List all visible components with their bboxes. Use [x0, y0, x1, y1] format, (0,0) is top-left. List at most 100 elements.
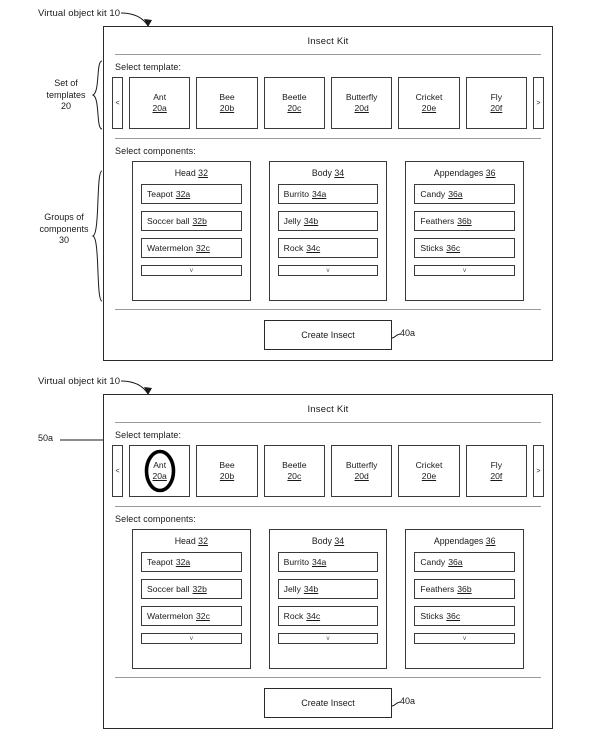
chevron-down-icon[interactable]: v: [277, 265, 379, 276]
template-name: Ant: [153, 92, 167, 102]
template-ref: 20c: [287, 103, 302, 113]
select-template-label: Select template:: [115, 430, 182, 440]
chevron-down-icon[interactable]: v: [414, 265, 516, 276]
component-group-head: Head 32 Teapot 32a Soccer ball 32b Water…: [132, 529, 251, 669]
group-ref: 32: [198, 536, 208, 546]
component-item-sticks[interactable]: Sticks 36c: [414, 606, 516, 626]
component-item-burrito[interactable]: Burrito 34a: [277, 552, 379, 572]
component-item-burrito[interactable]: Burrito 34a: [277, 184, 379, 204]
template-card-fly[interactable]: Fly 20f: [465, 445, 527, 497]
divider-components: [115, 506, 541, 507]
bracket-groups-of-components-label: Groups of components 30: [39, 212, 89, 245]
template-next-button[interactable]: >: [532, 445, 544, 497]
component-item-jelly[interactable]: Jelly 34b: [277, 211, 379, 231]
component-item-sticks[interactable]: Sticks 36c: [414, 238, 516, 258]
chevron-down-icon[interactable]: v: [277, 633, 379, 644]
template-ref: 20f: [490, 103, 503, 113]
component-item-soccer-ball[interactable]: Soccer ball 32b: [141, 211, 242, 231]
create-button-leader: [392, 701, 402, 707]
template-prev-button[interactable]: <: [112, 445, 123, 497]
divider-components: [115, 138, 541, 139]
template-name: Butterfly: [345, 92, 378, 102]
component-item-soccer-ball[interactable]: Soccer ball 32b: [141, 579, 242, 599]
template-name: Cricket: [415, 92, 443, 102]
template-next-button[interactable]: >: [532, 77, 544, 129]
component-item-feathers[interactable]: Feathers 36b: [414, 211, 516, 231]
template-ref: 20a: [152, 103, 167, 113]
template-card-bee[interactable]: Bee 20b: [196, 77, 258, 129]
component-group-body: Body 34 Burrito 34a Jelly 34b Rock 34c v: [268, 161, 388, 301]
select-template-label: Select template:: [115, 62, 182, 72]
template-strip: < Ant 20a Bee 20b Beetle 20c Butterfly 2…: [112, 445, 544, 497]
group-ref: 32: [198, 168, 208, 178]
template-name: Fly: [490, 460, 503, 470]
template-ref: 20e: [421, 103, 437, 113]
select-components-label: Select components:: [115, 514, 196, 524]
create-action-row: Create Insect 40a: [104, 688, 552, 718]
component-group-body: Body 34 Burrito 34a Jelly 34b Rock 34c v: [268, 529, 388, 669]
create-action-row: Create Insect 40a: [104, 320, 552, 350]
template-card-ant[interactable]: Ant 20a: [129, 77, 191, 129]
select-components-label: Select components:: [115, 146, 196, 156]
figure-top: Virtual object kit 10 Set of templates 2…: [0, 0, 600, 367]
group-ref: 34: [334, 536, 345, 546]
bracket-set-of-templates-label: Set of templates 20: [46, 78, 86, 111]
template-ref: 20f: [490, 471, 503, 481]
component-item-teapot[interactable]: Teapot 32a: [141, 552, 242, 572]
component-item-candy[interactable]: Candy 36a: [414, 184, 516, 204]
template-name: Cricket: [415, 460, 443, 470]
component-item-rock[interactable]: Rock 34c: [277, 606, 379, 626]
kit-callout-label: Virtual object kit 10: [38, 376, 121, 387]
component-groups: Head 32 Teapot 32a Soccer ball 32b Water…: [132, 529, 525, 669]
template-name: Ant: [153, 460, 167, 470]
chevron-down-icon[interactable]: v: [414, 633, 516, 644]
group-ref: 36: [485, 536, 496, 546]
template-name: Butterfly: [345, 460, 378, 470]
template-card-beetle[interactable]: Beetle 20c: [263, 445, 325, 497]
template-card-cricket[interactable]: Cricket 20e: [398, 77, 460, 129]
template-card-bee[interactable]: Bee 20b: [196, 445, 258, 497]
bracket-set-of-templates: [92, 60, 103, 130]
group-title: Head 32: [174, 168, 208, 178]
template-name: Fly: [490, 92, 503, 102]
virtual-object-kit-panel: Insect Kit Select template: < Ant 20a Be…: [103, 26, 553, 361]
chevron-down-icon[interactable]: v: [141, 633, 242, 644]
template-card-butterfly[interactable]: Butterfly 20d: [330, 445, 393, 497]
component-item-rock[interactable]: Rock 34c: [277, 238, 379, 258]
group-ref: 36: [485, 168, 496, 178]
create-insect-button[interactable]: Create Insect: [264, 688, 392, 718]
component-item-jelly[interactable]: Jelly 34b: [277, 579, 379, 599]
virtual-object-kit-panel: Insect Kit Select template: < Ant 20a Be…: [103, 394, 553, 729]
group-title: Head 32: [174, 536, 208, 546]
template-card-cricket[interactable]: Cricket 20e: [398, 445, 460, 497]
template-prev-button[interactable]: <: [112, 77, 123, 129]
kit-callout-leader: [120, 12, 152, 27]
template-name: Beetle: [282, 92, 307, 102]
component-group-appendages: Appendages 36 Candy 36a Feathers 36b Sti…: [405, 529, 525, 669]
group-title: Appendages 36: [433, 168, 496, 178]
group-title: Appendages 36: [433, 536, 496, 546]
create-insect-button[interactable]: Create Insect: [264, 320, 392, 350]
component-item-feathers[interactable]: Feathers 36b: [414, 579, 516, 599]
component-group-head: Head 32 Teapot 32a Soccer ball 32b Water…: [132, 161, 251, 301]
component-item-teapot[interactable]: Teapot 32a: [141, 184, 242, 204]
selection-callout-ref: 50a: [38, 433, 54, 443]
kit-callout-leader: [120, 380, 152, 395]
component-item-watermelon[interactable]: Watermelon 32c: [141, 606, 242, 626]
divider-actions: [115, 677, 541, 678]
template-ref: 20b: [219, 471, 235, 481]
template-card-beetle[interactable]: Beetle 20c: [263, 77, 325, 129]
divider-title: [115, 422, 541, 423]
template-ref: 20d: [354, 471, 369, 481]
create-button-ref: 40a: [400, 696, 416, 706]
template-card-fly[interactable]: Fly 20f: [465, 77, 527, 129]
group-ref: 34: [334, 168, 345, 178]
template-card-ant[interactable]: Ant 20a: [129, 445, 191, 497]
component-item-candy[interactable]: Candy 36a: [414, 552, 516, 572]
group-title: Body 34: [311, 168, 345, 178]
chevron-down-icon[interactable]: v: [141, 265, 242, 276]
template-card-butterfly[interactable]: Butterfly 20d: [330, 77, 393, 129]
bracket-groups-of-components: [92, 170, 103, 302]
template-ref: 20d: [354, 103, 369, 113]
component-item-watermelon[interactable]: Watermelon 32c: [141, 238, 242, 258]
